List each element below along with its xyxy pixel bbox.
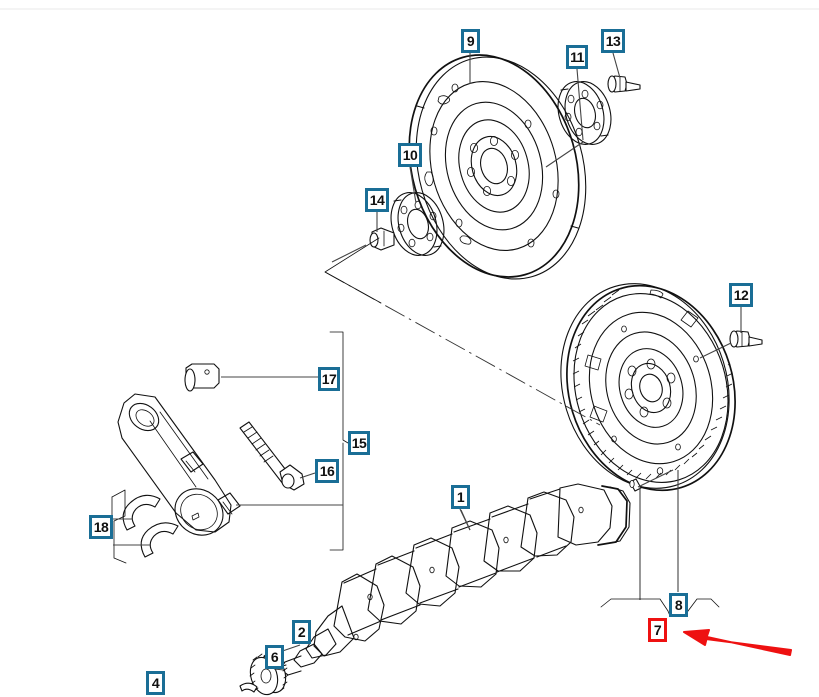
conrod-bearing-shells-part-18 (111, 489, 179, 564)
flywheel-dowel-pin (629, 469, 674, 492)
callout-17[interactable]: 17 (318, 367, 340, 391)
callout-14[interactable]: 14 (365, 188, 389, 212)
conrod-bolt-part-16 (239, 421, 316, 491)
connecting-rod-part-15 (117, 393, 343, 536)
callout-10[interactable]: 10 (398, 143, 422, 167)
flexplate-bolt-part-13 (607, 75, 641, 93)
flywheel-group-bracket-8 (600, 598, 720, 617)
callout-13[interactable]: 13 (601, 29, 625, 53)
callout-7[interactable]: 7 (648, 618, 667, 642)
flywheel-part-7 (560, 269, 736, 492)
woodruff-key-part-6 (239, 668, 285, 693)
callout-1[interactable]: 1 (451, 485, 470, 509)
flexplate-part-9 (408, 54, 587, 280)
callout-18[interactable]: 18 (89, 515, 113, 539)
conrod-group-bracket-15 (329, 331, 349, 551)
callout-12[interactable]: 12 (729, 283, 753, 307)
flywheel-bolt-part-12 (699, 330, 763, 359)
callout-4[interactable]: 4 (146, 671, 165, 695)
callout-9[interactable]: 9 (461, 29, 480, 53)
callout-6[interactable]: 6 (265, 645, 284, 669)
callout-15[interactable]: 15 (348, 431, 370, 455)
crankshaft-part-1 (264, 483, 631, 681)
piston-pin-bushing-part-17 (184, 363, 318, 392)
callout-16[interactable]: 16 (315, 459, 339, 483)
flange-plate-part-11 (545, 81, 612, 168)
dowel-pin-part-14 (331, 227, 395, 263)
callout-2[interactable]: 2 (292, 620, 311, 644)
callout-11[interactable]: 11 (566, 45, 588, 69)
callout-8[interactable]: 8 (669, 593, 688, 617)
flange-plate-part-10 (390, 192, 445, 256)
red-pointer-arrow (683, 629, 792, 656)
